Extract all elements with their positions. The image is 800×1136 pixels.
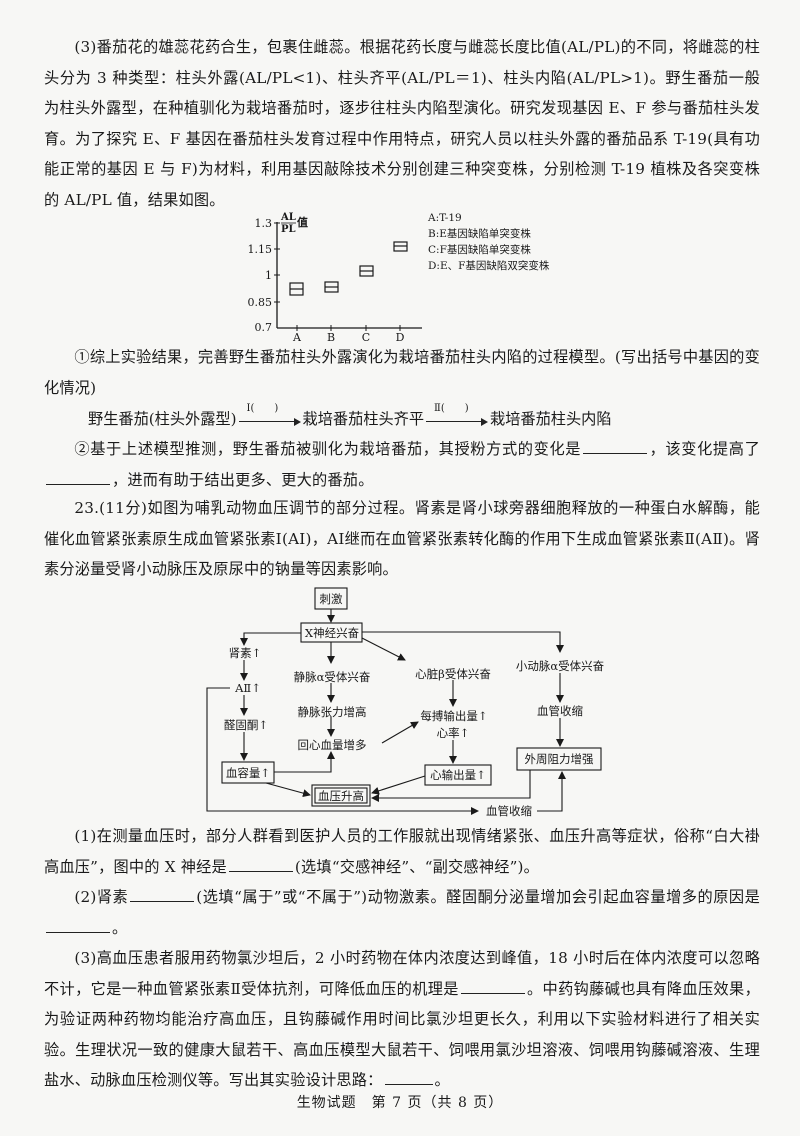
evolution-model: 野生番茄(柱头外露型) Ⅰ( ) 栽培番茄柱头齐平 Ⅱ( ) 栽培番茄柱头内陷	[88, 403, 612, 429]
q23-intro: 23.(11分)如图为哺乳动物血压调节的部分过程。肾素是肾小球旁器细胞释放的一种…	[44, 499, 760, 578]
node-renin: 肾素↑	[228, 646, 262, 660]
answer-blank-experiment-design[interactable]	[384, 1066, 433, 1085]
node-blood-volume: 血容量↑	[225, 766, 271, 780]
page-footer: 生物试题 第 7 页（共 8 页）	[296, 1095, 504, 1111]
answer-blank-pollination[interactable]	[583, 435, 648, 454]
node-vein-alpha-receptor: 静脉α受体兴奋	[293, 670, 371, 684]
node-peripheral-resistance: 外周阻力增强	[524, 752, 594, 766]
node-cardiac-output: 心输出量↑	[430, 768, 486, 782]
q22-sub2: ②基于上述模型推测，野生番茄被驯化为栽培番茄，其授粉方式的变化是，该变化提高了，…	[44, 434, 760, 495]
node-vasoconstriction-bottom: 血管收缩	[486, 804, 532, 818]
node-x-nerve: X神经兴奋	[304, 626, 360, 640]
model-arrow-1: Ⅰ( )	[238, 403, 301, 429]
node-angiotensin-2: AⅡ↑	[235, 681, 261, 695]
q22-part3-intro: (3)番茄花的雄蕊花药合生，包裹住雌蕊。根据花药长度与雌蕊长度比值(AL/PL)…	[44, 38, 760, 209]
q23-part2: (2)肾素(选填“属于”或“不属于”)动物激素。醛固酮分泌量增加会引起血容量增多…	[44, 882, 760, 943]
legend-item-a: A:T-19	[428, 212, 462, 224]
node-venous-return: 回心血量增多	[297, 738, 367, 752]
chart-legend: A:T-19 B:E基因缺陷单突变株 C:F基因缺陷单突变株 D:E、F基因缺陷…	[428, 210, 549, 274]
model-arrow-1-label: Ⅰ( )	[246, 403, 279, 414]
legend-item-c: C:F基因缺陷单突变株	[428, 244, 531, 256]
node-heart-beta-receptor: 心脏β受体兴奋	[415, 667, 491, 681]
q23-part3: (3)高血压患者服用药物氯沙坦后，2 小时药物在体内浓度达到峰值，18 小时后在…	[44, 949, 760, 1089]
answer-blank-improvement[interactable]	[46, 466, 110, 485]
node-stimulus: 刺激	[319, 592, 343, 606]
node-aldosterone: 醛固酮↑	[223, 718, 269, 732]
model-arrow-2: Ⅱ( )	[426, 403, 489, 429]
model-start: 野生番茄(柱头外露型)	[88, 410, 237, 428]
node-arteriole-alpha-receptor: 小动脉α受体兴奋	[515, 659, 605, 673]
model-middle: 栽培番茄柱头齐平	[302, 410, 425, 428]
model-arrow-2-label: Ⅱ( )	[434, 403, 469, 414]
answer-blank-aldosterone-reason[interactable]	[46, 914, 110, 933]
arrow-right-icon	[481, 418, 489, 426]
q22-sub1: ①综上实验结果，完善野生番茄柱头外露演化为栽培番茄柱头内陷的过程模型。(写出括号…	[44, 348, 760, 397]
node-vasoconstriction: 血管收缩	[537, 704, 583, 718]
answer-blank-mechanism[interactable]	[460, 975, 525, 994]
legend-item-d: D:E、F基因缺陷双突变株	[428, 260, 550, 272]
model-end: 栽培番茄柱头内陷	[490, 410, 612, 428]
arrow-right-icon	[293, 418, 301, 426]
legend-item-b: B:E基因缺陷单突变株	[428, 228, 531, 240]
node-vein-tension: 静脉张力增高	[297, 705, 367, 719]
q23-part1: (1)在测量血压时，部分人群看到医护人员的工作服就出现情绪紧张、血压升高等症状，…	[44, 827, 760, 876]
answer-blank-renin-hormone[interactable]	[130, 883, 195, 902]
answer-blank-x-nerve[interactable]	[228, 853, 293, 872]
node-bp-rise: 血压升高	[318, 789, 364, 803]
node-stroke-volume: 每搏输出量↑	[420, 709, 488, 723]
node-heart-rate: 心率↑	[436, 726, 470, 740]
